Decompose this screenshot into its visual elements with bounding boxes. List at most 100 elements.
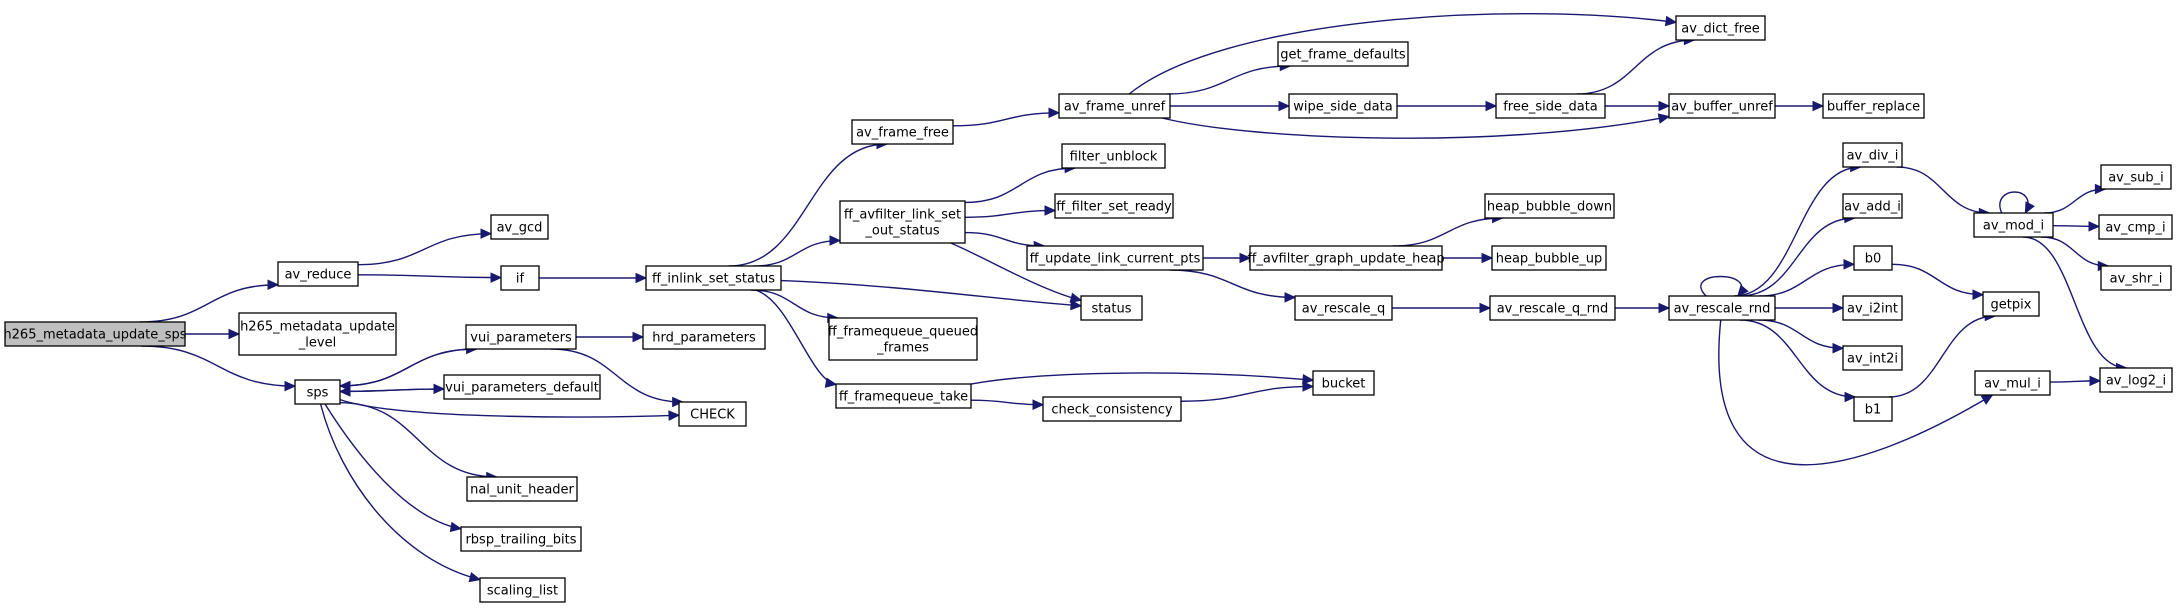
- arrowhead-av_buffer_unref-to-buffer_replace: [1812, 100, 1825, 112]
- node-ff-inlink-set-status[interactable]: ff_inlink_set_status: [645, 265, 782, 291]
- node-av-i2int[interactable]: av_i2int: [1842, 295, 1903, 321]
- node-av-cmp-i[interactable]: av_cmp_i: [2098, 214, 2173, 240]
- arrowhead-av_rescale_rnd-to-b1: [1844, 391, 1857, 403]
- node-av-buffer-unref[interactable]: av_buffer_unref: [1668, 93, 1776, 119]
- edge-av_rescale_rnd-to-av_int2i: [1758, 319, 1844, 349]
- node-av-mul-i[interactable]: av_mul_i: [1974, 370, 2051, 396]
- edge-av_mod_i-to-av_log2_i: [2022, 236, 2127, 369]
- node-heap-bubble-up[interactable]: heap_bubble_up: [1491, 245, 1607, 271]
- node-av-mod-i[interactable]: av_mod_i: [1973, 212, 2054, 238]
- node-wipe-side-data[interactable]: wipe_side_data: [1288, 93, 1398, 119]
- edge-ff_inlink_set_status-to-ff_framequeue_queued_frames: [750, 289, 838, 319]
- node-b1[interactable]: b1: [1853, 396, 1893, 422]
- node-check-consistency[interactable]: check_consistency: [1042, 396, 1182, 422]
- node-ff-avfilter-graph-update-heap[interactable]: ff_avfilter_graph_update_heap: [1247, 245, 1445, 271]
- node-label: filter_unblock: [1070, 150, 1158, 165]
- arrowhead-av_rescale_rnd-to-av_i2int: [1832, 302, 1845, 314]
- node-av-rescale-q-rnd[interactable]: av_rescale_q_rnd: [1489, 295, 1616, 321]
- node-get-frame-defaults[interactable]: get_frame_defaults: [1277, 41, 1409, 67]
- node-av-reduce[interactable]: av_reduce: [277, 261, 359, 287]
- node-av-shr-i[interactable]: av_shr_i: [2100, 265, 2172, 291]
- arrowhead-av_mod_i-to-av_cmp_i: [2088, 221, 2101, 232]
- node-ff-filter-set-ready[interactable]: ff_filter_set_ready: [1054, 193, 1174, 219]
- node-free-side-data[interactable]: free_side_data: [1495, 93, 1606, 119]
- node-status[interactable]: status: [1080, 295, 1143, 321]
- node-box: [1982, 291, 2040, 317]
- node-ff-avfilter-link-set-out-status[interactable]: ff_avfilter_link_set_out_status: [839, 200, 966, 244]
- node-label: status: [1092, 302, 1132, 317]
- node-CHECK[interactable]: CHECK: [678, 401, 747, 427]
- node-root[interactable]: h265_metadata_update_sps: [3, 321, 187, 347]
- node-label: getpix: [1991, 298, 2032, 313]
- node-label: _out_status: [864, 224, 939, 239]
- nodes-layer: h265_metadata_update_sps av_reduce h265_me…: [3, 15, 2173, 603]
- node-b0[interactable]: b0: [1853, 245, 1893, 271]
- node-av-div-i[interactable]: av_div_i: [1842, 142, 1903, 168]
- edge-av_mod_i-to-av_mod_i: [1999, 191, 2029, 214]
- arrowhead-ff_avfilter_link_set_out_status-to-ff_filter_set_ready: [1044, 205, 1057, 216]
- node-av-gcd[interactable]: av_gcd: [490, 214, 549, 240]
- node-getpix[interactable]: getpix: [1982, 291, 2040, 317]
- node-vui-parameters[interactable]: vui_parameters: [465, 324, 577, 350]
- node-av-sub-i[interactable]: av_sub_i: [2100, 164, 2172, 190]
- node-scaling-list[interactable]: scaling_list: [479, 577, 566, 603]
- node-label: ff_avfilter_link_set: [844, 208, 961, 223]
- node-ff-framequeue-queued-frames[interactable]: ff_framequeue_queued_frames: [828, 317, 978, 361]
- edge-av_reduce-to-if: [357, 274, 502, 279]
- edge-vui_parameters-to-CHECK: [550, 348, 683, 403]
- node-ff-framequeue-take[interactable]: ff_framequeue_take: [835, 383, 972, 409]
- arrowhead-vui_parameters_default-to-sps: [338, 386, 351, 397]
- node-box: [1042, 396, 1182, 422]
- arrowhead-root-to-sps: [284, 380, 297, 392]
- node-box: [678, 401, 747, 427]
- node-ff-update-link-current-pts[interactable]: ff_update_link_current_pts: [1026, 245, 1204, 271]
- node-av-int2i[interactable]: av_int2i: [1842, 345, 1903, 371]
- node-buffer-replace[interactable]: buffer_replace: [1822, 93, 1925, 119]
- arrowhead-av_mul_i-to-av_log2_i: [2089, 375, 2102, 387]
- node-if[interactable]: if: [500, 265, 540, 291]
- node-label: hrd_parameters: [652, 331, 756, 346]
- node-hrd-parameters[interactable]: hrd_parameters: [642, 324, 766, 350]
- node-box: [1842, 295, 1903, 321]
- node-av-dict-free[interactable]: av_dict_free: [1675, 15, 1766, 41]
- arrowhead-av_frame_unref-to-av_dict_free: [1664, 15, 1678, 27]
- arrowhead-ff_inlink_set_status-to-status: [1070, 299, 1083, 311]
- node-nal-unit-header[interactable]: nal_unit_header: [466, 476, 578, 502]
- node-av-log2-i[interactable]: av_log2_i: [2099, 367, 2173, 393]
- node-av-frame-unref[interactable]: av_frame_unref: [1058, 93, 1171, 119]
- node-h265-level[interactable]: h265_metadata_update_level: [238, 312, 397, 356]
- node-box: [460, 526, 582, 552]
- arrowhead-av_rescale_q-to-av_rescale_q_rnd: [1479, 302, 1492, 314]
- node-box: [1853, 396, 1893, 422]
- edge-ff_framequeue_take-to-check_consistency: [970, 399, 1044, 406]
- node-rbsp-trailing-bits[interactable]: rbsp_trailing_bits: [460, 526, 582, 552]
- edge-sps-to-rbsp_trailing_bits: [324, 403, 462, 530]
- node-box: [1061, 143, 1166, 169]
- arrowhead-ff_framequeue_take-to-check_consistency: [1032, 399, 1045, 410]
- node-filter-unblock[interactable]: filter_unblock: [1061, 143, 1166, 169]
- node-av-rescale-rnd[interactable]: av_rescale_rnd: [1668, 295, 1776, 321]
- edge-av_reduce-to-av_gcd: [357, 232, 492, 266]
- node-box: [1491, 245, 1607, 271]
- node-vui-parameters-default[interactable]: vui_parameters_default: [443, 374, 601, 400]
- edge-check_consistency-to-bucket: [1180, 385, 1314, 402]
- node-label: av_frame_free: [856, 126, 949, 141]
- node-label: b0: [1865, 252, 1882, 267]
- node-box: [1484, 193, 1615, 219]
- node-box: [1973, 212, 2054, 238]
- edge-ff_inlink_set_status-to-av_frame_free: [729, 143, 887, 267]
- node-box: [238, 312, 397, 356]
- node-bucket[interactable]: bucket: [1312, 370, 1375, 396]
- node-label: av_cmp_i: [2105, 221, 2165, 236]
- edge-av_frame_free-to-av_frame_unref: [952, 112, 1060, 127]
- arrowhead-av_rescale_rnd-to-av_int2i: [1832, 342, 1845, 354]
- node-heap-bubble-down[interactable]: heap_bubble_down: [1484, 193, 1615, 219]
- node-av-frame-free[interactable]: av_frame_free: [851, 119, 954, 145]
- node-av-rescale-q[interactable]: av_rescale_q: [1294, 295, 1393, 321]
- node-sps[interactable]: sps: [294, 379, 341, 405]
- node-box: [1294, 295, 1393, 321]
- edge-av_rescale_rnd-to-b1: [1739, 319, 1856, 398]
- node-label: heap_bubble_down: [1487, 200, 1612, 215]
- node-av-add-i[interactable]: av_add_i: [1842, 193, 1903, 219]
